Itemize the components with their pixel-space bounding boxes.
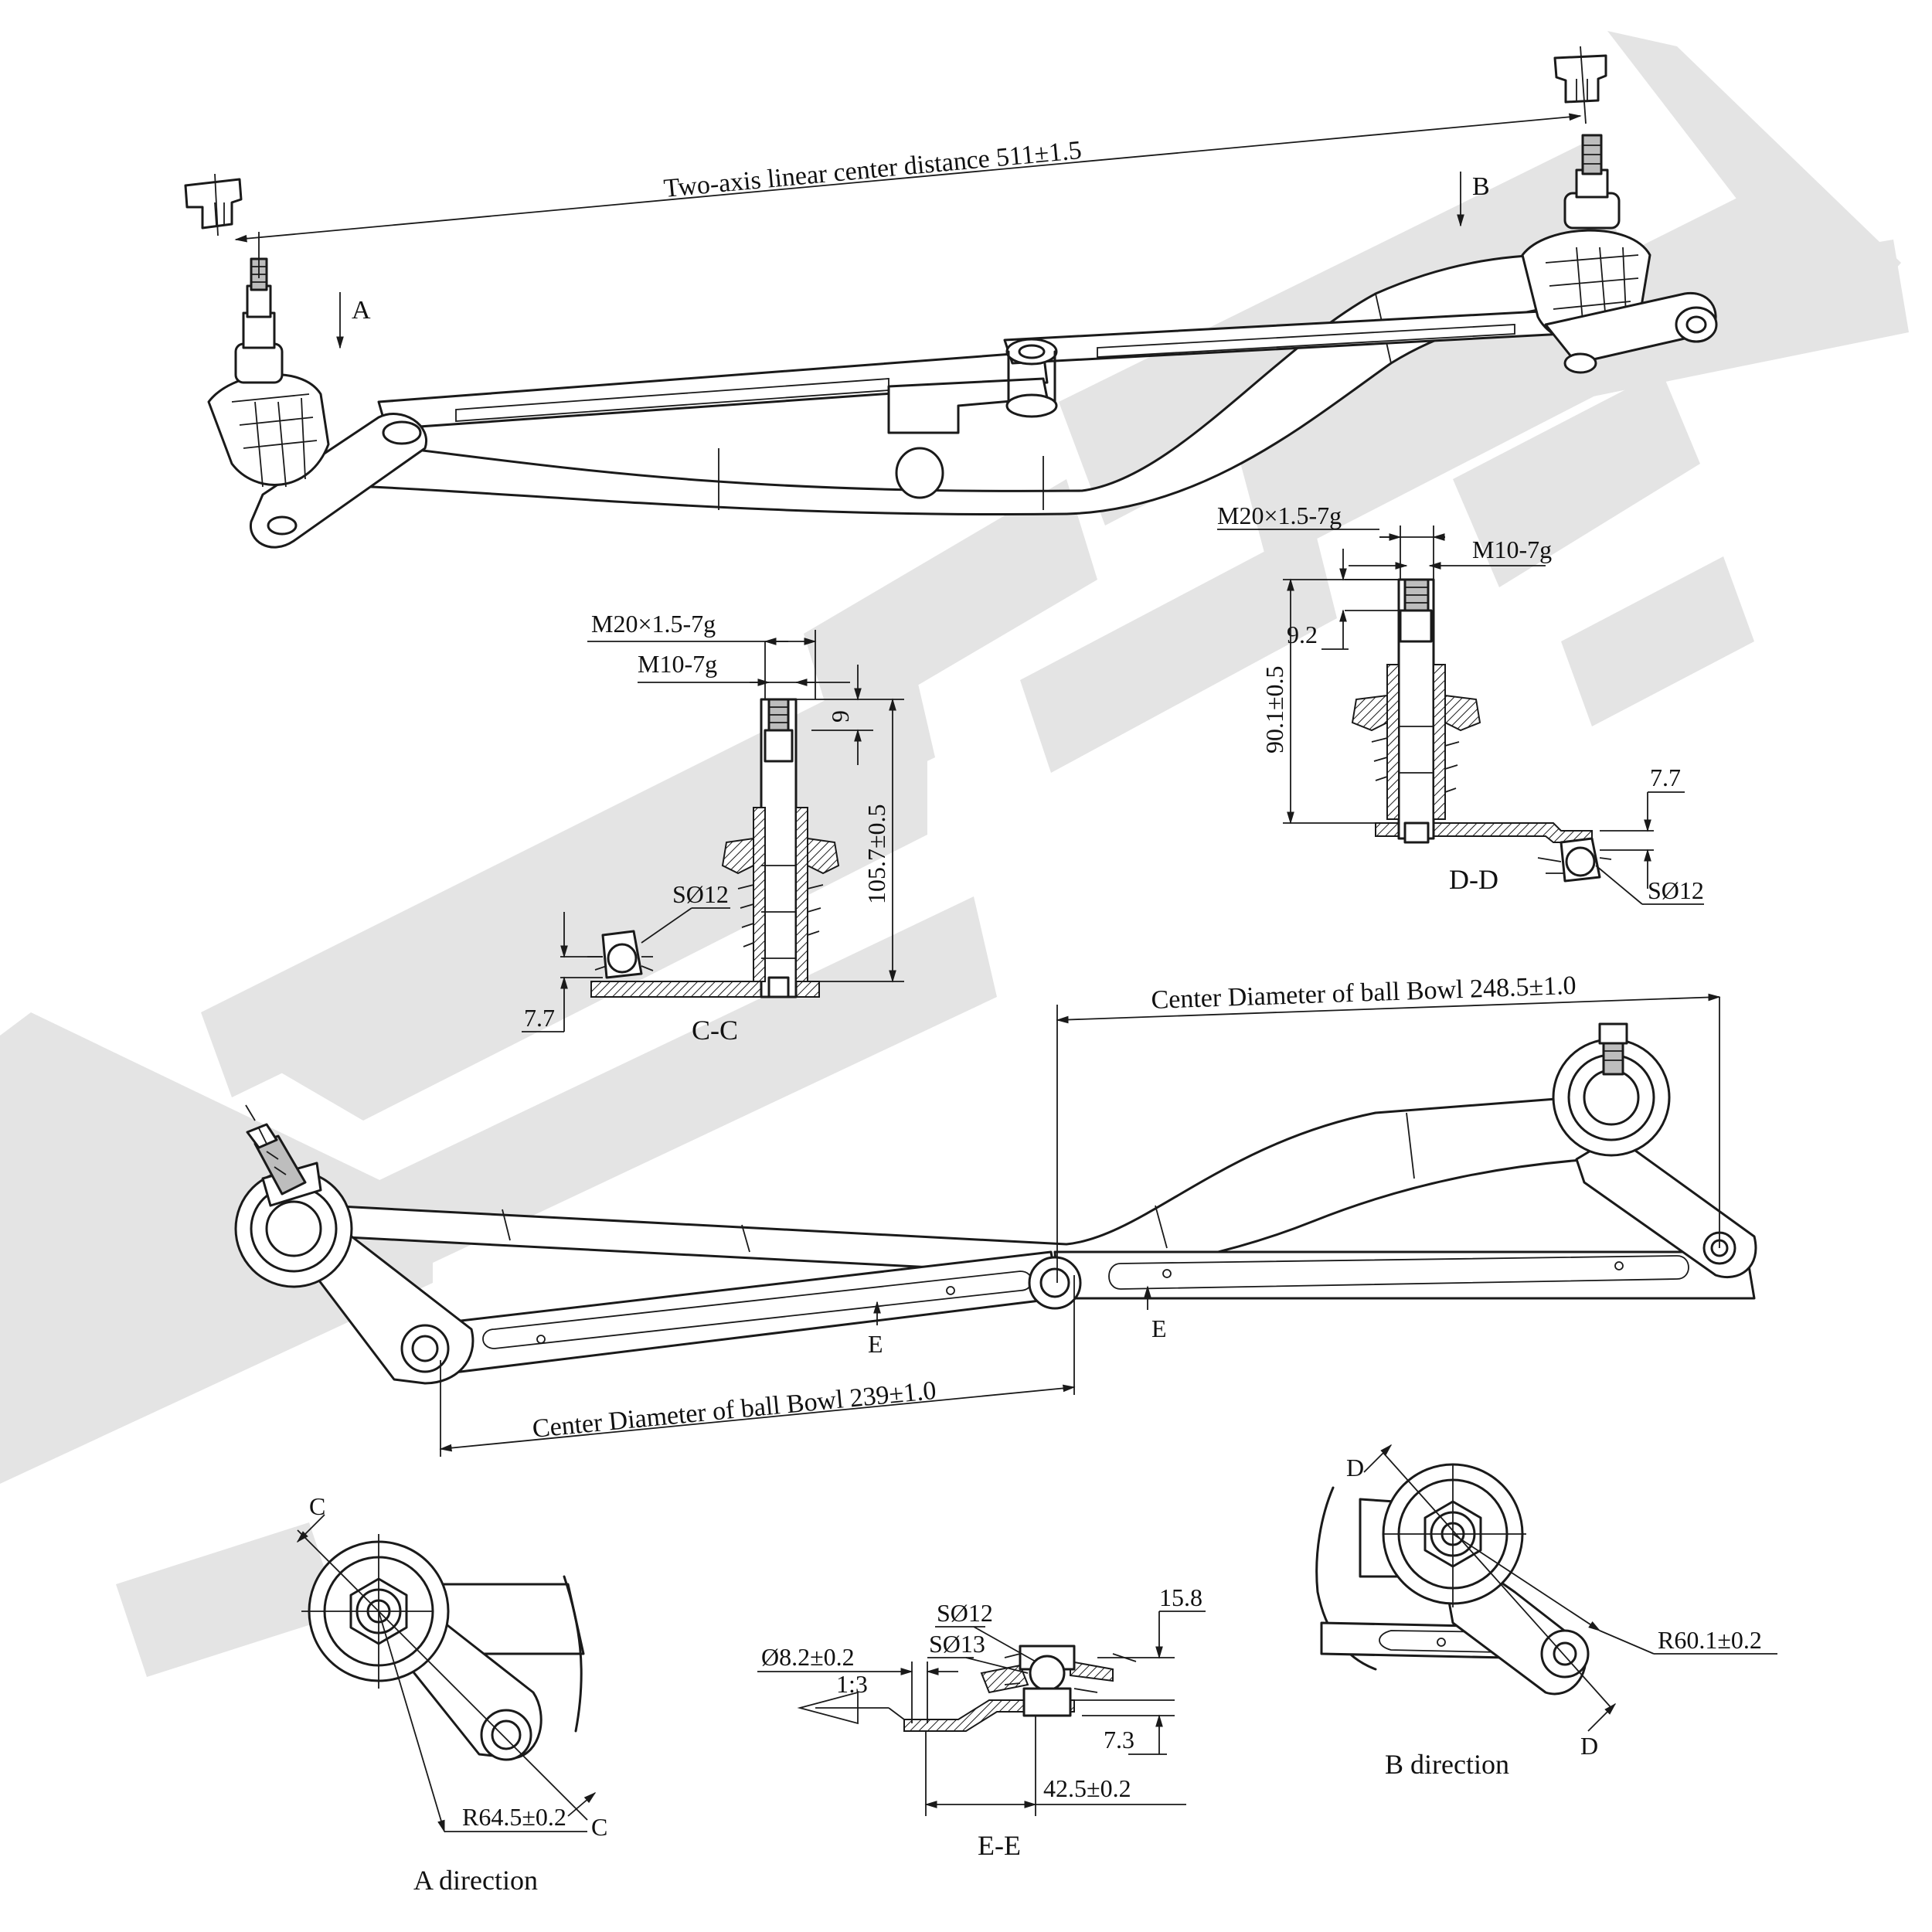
dd-section-label: D-D (1449, 864, 1498, 895)
section-marker-e-left: E (868, 1330, 883, 1358)
view-b-radius: R60.1±0.2 (1658, 1626, 1762, 1654)
center-distance-dimension: Two-axis linear center distance 511±1.5 (662, 136, 1083, 203)
cc-ball-diameter: SØ12 (672, 880, 729, 908)
view-arrow-b: B (1472, 172, 1490, 201)
ee-ball-2: SØ13 (929, 1630, 985, 1658)
view-a-section-c-top: C (309, 1492, 325, 1520)
dd-thread-inner: M10-7g (1472, 536, 1552, 563)
ee-length: 42.5±0.2 (1043, 1774, 1131, 1802)
view-b-section-d-bottom: D (1580, 1732, 1598, 1760)
dd-thread-outer: M20×1.5-7g (1217, 502, 1342, 529)
dd-thread-length: 9.2 (1287, 621, 1318, 648)
cc-thread-inner: M10-7g (638, 650, 717, 678)
top-view-assembly: Two-axis linear center distance 511±1.5 … (184, 46, 1718, 549)
dd-ball-diameter: SØ12 (1648, 876, 1704, 904)
view-a-radius: R64.5±0.2 (462, 1803, 566, 1831)
cc-thread-outer: M20×1.5-7g (591, 610, 716, 638)
ee-dim-top: 15.8 (1159, 1583, 1202, 1611)
view-b-section-d-top: D (1346, 1454, 1364, 1481)
ee-hole-diameter: Ø8.2±0.2 (761, 1643, 855, 1671)
cc-section-label: C-C (692, 1015, 738, 1046)
view-a-section-c-bottom: C (591, 1813, 607, 1841)
view-arrow-a: A (352, 296, 371, 325)
ee-dim-mid: 7.3 (1104, 1726, 1134, 1753)
ball-bowl-right-dimension: Center Diameter of ball Bowl 248.5±1.0 (1151, 971, 1577, 1015)
section-marker-e-right: E (1151, 1315, 1167, 1342)
view-b-direction: D D R60.1±0.2 B direction (1315, 1444, 1777, 1780)
ee-section-label: E-E (978, 1830, 1021, 1861)
section-cc: M20×1.5-7g M10-7g 9 105.7±0.5 SØ12 7.7 C… (522, 610, 904, 1046)
dd-height: 90.1±0.5 (1260, 665, 1288, 753)
cc-height: 105.7±0.5 (862, 804, 890, 904)
section-dd: M20×1.5-7g M10-7g 9.2 90.1±0.5 7.7 SØ12 … (1217, 502, 1704, 905)
ball-bowl-left-dimension: Center Diameter of ball Bowl 239±1.0 (531, 1376, 937, 1444)
section-ee: 1:3 Ø8.2±0.2 SØ12 SØ13 15.8 7.3 42.5±0.2… (757, 1583, 1206, 1861)
ee-taper: 1:3 (836, 1670, 868, 1698)
view-a-label: A direction (413, 1865, 538, 1896)
cc-offset: 7.7 (524, 1004, 555, 1032)
dd-offset: 7.7 (1650, 764, 1681, 791)
view-a-direction: C C R64.5±0.2 A direction (296, 1492, 607, 1896)
view-b-label: B direction (1385, 1749, 1509, 1780)
cc-thread-length: 9 (826, 710, 854, 723)
ee-ball-1: SØ12 (937, 1599, 993, 1627)
